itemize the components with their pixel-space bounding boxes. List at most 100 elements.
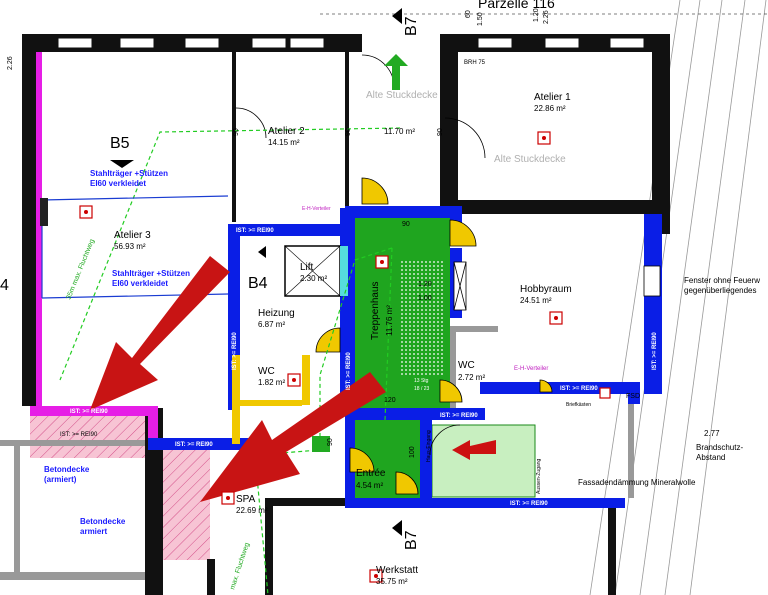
area-corridor: 11.70 m² [384, 127, 415, 136]
label-betondecke-2a: Betondecke [80, 517, 126, 526]
label-brandschutz-b: Abstand [696, 453, 725, 462]
section-b7-bottom: B7 [403, 530, 420, 550]
dim-90-c: 90 [437, 128, 444, 136]
ist-3: IST: >= REI90 [60, 432, 98, 438]
area-werkstatt: 35.75 m² [376, 577, 408, 586]
section-b5: B5 [110, 135, 130, 152]
area-heizung: 6.87 m² [258, 320, 285, 329]
room-heizung: Heizung [258, 308, 295, 319]
ist-8: IST: >= REI90 [232, 332, 238, 370]
room-atelier1: Atelier 1 [534, 92, 571, 103]
dim-d: 2.26 [543, 10, 550, 24]
dim-left: 2.26 [7, 56, 14, 70]
ist-9: IST: >= REI90 [346, 352, 352, 390]
label-el60-1: EI60 verkleidet [90, 179, 146, 188]
area-wc1: 1.82 m² [258, 378, 285, 387]
label-brandschutz-a: Brandschutz- [696, 443, 743, 452]
room-treppenhaus: Treppenhaus [370, 281, 381, 340]
room-entree: Entrée [356, 468, 386, 479]
magenta-walls [30, 52, 158, 450]
neighbour-hatch [589, 0, 767, 595]
area-lift: 2.30 m² [300, 274, 327, 283]
label-briefkasten: Briefkästen [566, 402, 591, 408]
label-fluchtweg-2: max. Fluchtweg [229, 542, 251, 591]
dim-100: 100 [409, 446, 416, 458]
ist-2: IST: >= REI90 [70, 409, 108, 415]
up-arrow [384, 54, 408, 90]
label-brandschutz-dim: 2.77 [704, 429, 720, 438]
betondecke-hatch-1 [30, 416, 145, 458]
betondecke-hatch-2 [162, 448, 210, 560]
dim-90-d: 90 [402, 221, 410, 228]
dim-b: 1.50 [477, 12, 484, 26]
brh-label: BRH 75 [464, 60, 486, 66]
section-b4: B4 [248, 275, 268, 292]
dim-c: 1.20 [533, 8, 540, 22]
stair-c: 13 Stg [414, 378, 429, 384]
label-stahltraeger-1: Stahlträger +Stützen [90, 169, 168, 178]
label-aussen-zugang: Aussen-Zugang [536, 458, 542, 494]
ist-10: IST: >= REI90 [652, 332, 658, 370]
label-fenster-a: Fenster ohne Feuerw [684, 276, 760, 285]
yellow-walls [232, 355, 310, 444]
room-atelier2: Atelier 2 [268, 126, 305, 137]
stair-b: 1.00 [418, 295, 432, 302]
label-haus-eingang: Haus-Eingang [426, 430, 432, 462]
label-fsd: FSD [626, 393, 640, 400]
label-betondecke-1a: Betondecke [44, 465, 90, 474]
dim-90-a: 90 [233, 128, 240, 136]
section-b7-top: B7 [403, 16, 420, 36]
door-arcs [235, 54, 486, 456]
window-units [453, 261, 661, 311]
label-ehverteiler-1: E-H-Verteiler [302, 206, 331, 212]
aussen-zugang-fill [431, 424, 536, 498]
ist-7: IST: >= REI90 [510, 501, 548, 507]
detector-dots [84, 136, 558, 578]
room-spa: SPA [236, 494, 256, 505]
entrance-arrow [452, 440, 496, 460]
section-b4-edge: 4 [0, 277, 9, 294]
dim-90-b: 90 [345, 128, 352, 136]
parcel-title: Parzelle 116 [478, 0, 555, 11]
label-betondecke-1b: (armiert) [44, 475, 77, 484]
label-betondecke-2b: armiert [80, 527, 107, 536]
section-markers [110, 8, 402, 536]
area-atelier1: 22.86 m² [534, 104, 566, 113]
label-fassade: Fassadendämmung Mineralwolle [578, 478, 696, 487]
room-hobbyraum: Hobbyraum [520, 284, 572, 295]
area-wc2: 2.72 m² [458, 373, 485, 382]
ist-4: IST: >= REI90 [175, 442, 213, 448]
stair-flight [400, 260, 445, 375]
windows [57, 37, 645, 49]
label-stuckdecke-2: Alte Stuckdecke [494, 154, 566, 165]
label-fluchtweg-1: 35m max. Fluchtweg [65, 238, 96, 301]
door-swings [315, 177, 553, 495]
room-wc2: WC [458, 360, 475, 371]
area-entree: 4.54 m² [356, 481, 383, 490]
area-atelier3: 56.93 m² [114, 242, 146, 251]
label-el60-2: EI60 verkleidet [112, 279, 168, 288]
ist-6: IST: >= REI90 [560, 386, 598, 392]
area-atelier2: 14.15 m² [268, 138, 300, 147]
grey-walls [0, 326, 634, 580]
area-hobbyraum: 24.51 m² [520, 296, 552, 305]
room-werkstatt: Werkstatt [376, 565, 418, 576]
area-spa: 22.69 m² [236, 506, 268, 515]
area-treppenhaus: 11.76 m² [385, 305, 394, 336]
room-wc1: WC [258, 366, 275, 377]
stair-a: 1.20 [418, 281, 432, 288]
exit-sign [312, 436, 330, 452]
dim-90-e: 90 [327, 438, 334, 446]
ist-1: IST: >= REI90 [236, 228, 274, 234]
room-lift: Lift [300, 262, 314, 273]
label-stahltraeger-2: Stahlträger +Stützen [112, 269, 190, 278]
stair-d: 18 / 23 [414, 386, 430, 392]
room-atelier3: Atelier 3 [114, 230, 151, 241]
label-fenster-b: gegenüberliegendes [684, 286, 757, 295]
label-stuckdecke-1: Alte Stuckdecke [366, 90, 438, 101]
red-arrows [90, 256, 386, 502]
label-ehverteiler-2: E-H-Verteiler [514, 366, 548, 372]
dim-a: 60 [465, 10, 472, 18]
dim-120: 120 [384, 397, 396, 404]
